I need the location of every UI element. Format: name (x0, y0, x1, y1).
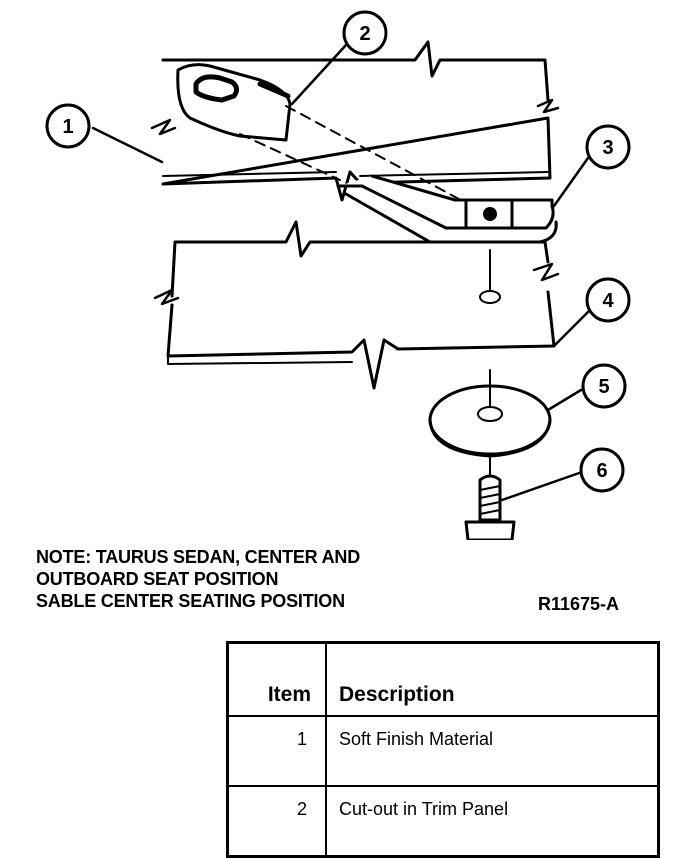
alignment-lines (239, 105, 471, 206)
callout-label-4: 4 (602, 290, 614, 312)
soft-finish-panel (150, 40, 560, 202)
table-row: 1 Soft Finish Material (226, 715, 660, 787)
callout-label-5: 5 (598, 376, 609, 398)
callout-label-3: 3 (602, 137, 613, 159)
trim-cutout-part (176, 63, 292, 142)
item-number-cell: 1 (226, 715, 327, 787)
item-number-cell: 2 (226, 785, 327, 858)
callout-circle-5 (581, 363, 627, 409)
washer (428, 369, 552, 458)
application-note: NOTE: TAURUS SEDAN, CENTER AND OUTBOARD … (36, 546, 360, 612)
callout-circles (45, 10, 631, 493)
description-column-header: Description (325, 641, 660, 717)
screw (464, 457, 516, 540)
callout-circle-6 (579, 447, 625, 493)
table-header-row: Item Description (226, 641, 660, 717)
callout-label-1: 1 (62, 116, 73, 138)
lower-panel (153, 220, 560, 390)
parts-table: Item Description 1 Soft Finish Material … (226, 641, 660, 858)
table-row: 2 Cut-out in Trim Panel (226, 785, 660, 858)
leader-lines (91, 43, 590, 502)
note-line: OUTBOARD SEAT POSITION (36, 569, 279, 589)
callout-circle-2 (342, 10, 388, 56)
description-cell: Cut-out in Trim Panel (325, 785, 660, 858)
note-line: NOTE: TAURUS SEDAN, CENTER AND (36, 547, 361, 567)
figure-reference-code: R11675-A (538, 594, 620, 614)
exploded-assembly-diagram: 1 2 3 4 5 6 (45, 10, 631, 540)
description-cell: Soft Finish Material (325, 715, 660, 787)
item-column-header: Item (226, 641, 327, 717)
bracket (336, 174, 558, 244)
callout-circle-4 (585, 277, 631, 323)
callout-circle-3 (585, 124, 631, 170)
callout-label-2: 2 (359, 23, 370, 45)
callout-circle-1 (45, 103, 91, 149)
callout-label-6: 6 (596, 460, 607, 482)
note-line: SABLE CENTER SEATING POSITION (36, 591, 345, 611)
